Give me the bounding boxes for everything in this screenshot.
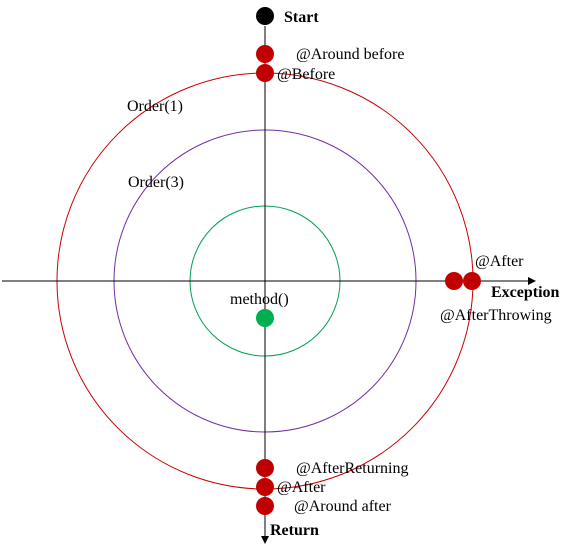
after-exception-label: @After [475,253,524,270]
start-label: Start [284,9,319,26]
start-dot [256,7,274,25]
after-returning-dot [256,459,274,477]
after-throwing-label: @AfterThrowing [440,307,552,324]
before-label: @Before [277,66,335,83]
after-exception-dot [445,272,463,290]
after-return-label: @After [277,479,326,496]
return-label: Return [270,522,319,539]
after-return-dot [256,478,274,496]
method-label: method() [230,291,289,308]
around-after-dot [256,497,274,515]
around-before-dot [256,45,274,63]
after-throwing-dot [463,272,481,290]
order-1-label: Order(1) [127,98,183,115]
order-3-label: Order(3) [128,174,184,191]
before-dot [256,64,274,82]
after-returning-label: @AfterReturning [296,460,408,477]
around-before-label: @Around before [296,46,404,63]
exception-label: Exception [491,284,560,301]
around-after-label: @Around after [294,498,392,515]
method-dot [256,309,274,327]
